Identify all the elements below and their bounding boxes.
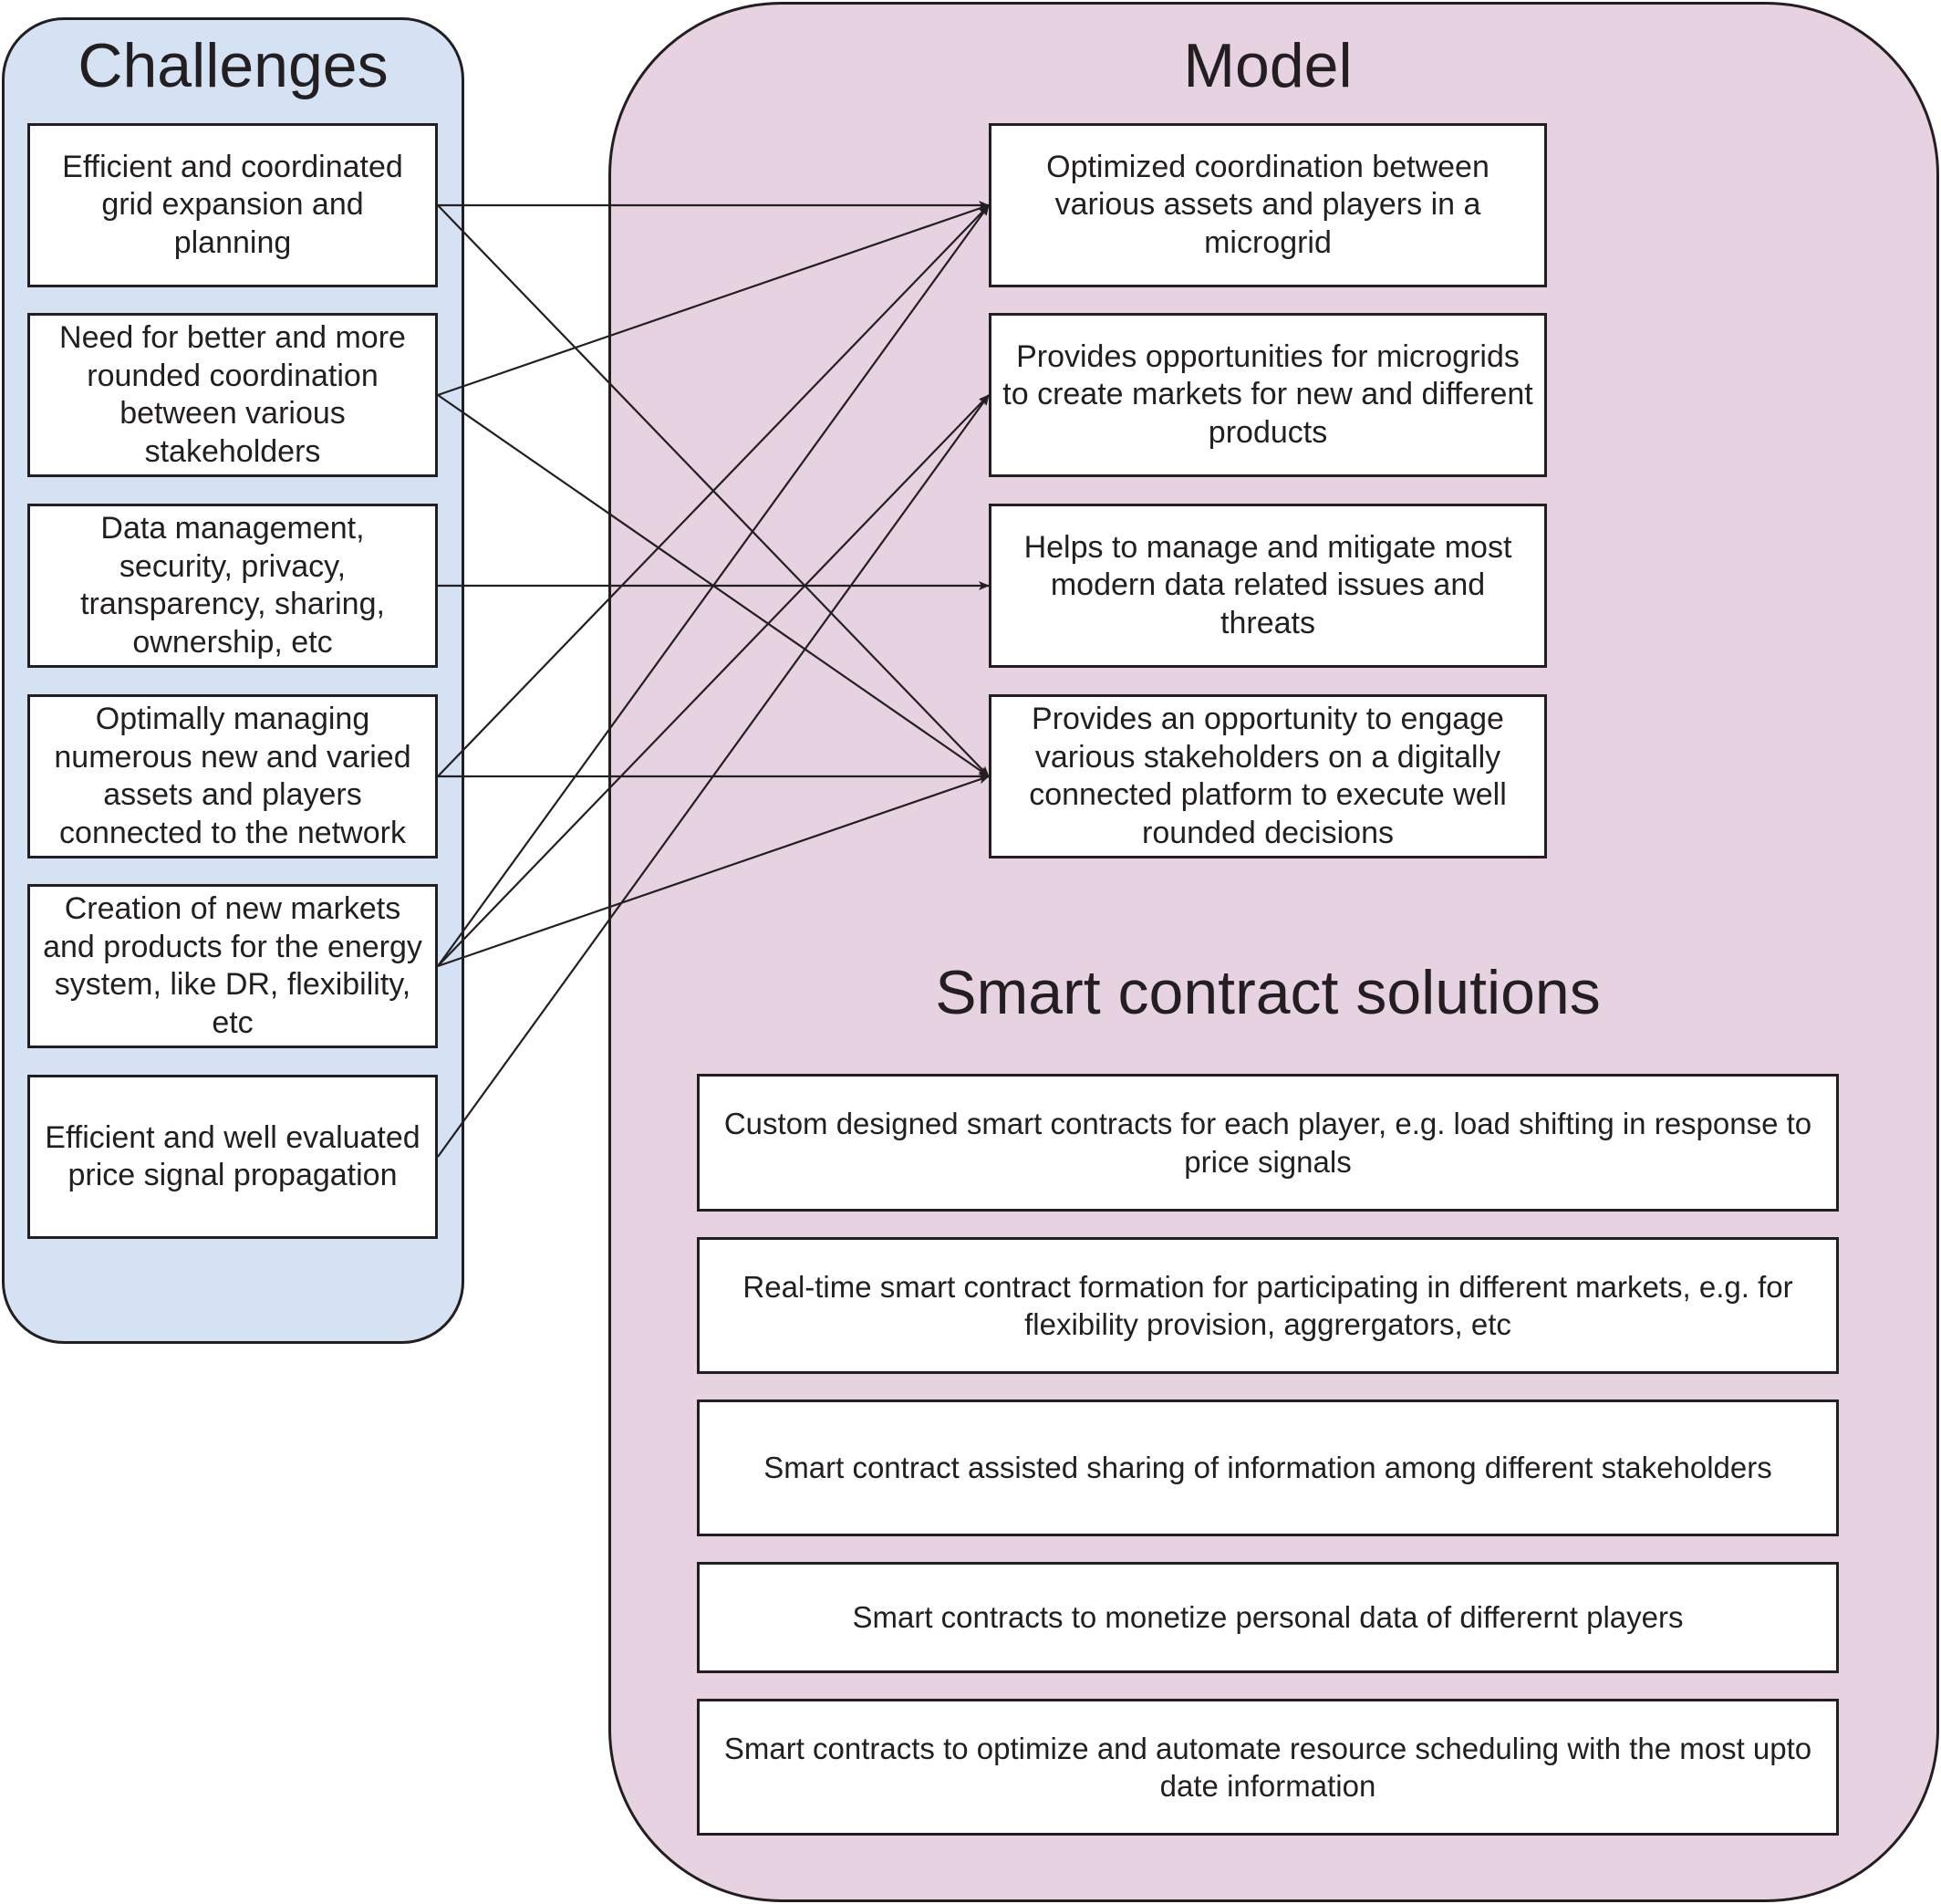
challenge-box-grid-expansion: Efficient and coordinated grid expansion…	[27, 123, 438, 287]
challenge-box-data-management: Data management, security, privacy, tran…	[27, 504, 438, 668]
model-text: Optimized coordination between various a…	[1046, 149, 1489, 260]
solution-box-information-sharing: Smart contract assisted sharing of infor…	[697, 1399, 1839, 1536]
solution-text: Custom designed smart contracts for each…	[723, 1107, 1812, 1179]
model-text: Helps to manage and mitigate most modern…	[1023, 529, 1512, 640]
challenges-title: Challenges	[78, 31, 389, 100]
solutions-title: Smart contract solutions	[935, 958, 1601, 1027]
challenge-text: Optimally managing numerous new and vari…	[54, 702, 411, 850]
challenge-text: Efficient and well evaluated price signa…	[45, 1119, 420, 1193]
solution-text: Smart contracts to optimize and automate…	[723, 1731, 1812, 1804]
challenge-text: Efficient and coordinated grid expansion…	[62, 149, 403, 260]
solution-box-custom-contracts: Custom designed smart contracts for each…	[697, 1074, 1839, 1212]
solution-box-realtime-formation: Real-time smart contract formation for p…	[697, 1237, 1839, 1374]
solution-text: Real-time smart contract formation for p…	[742, 1269, 1793, 1342]
challenge-text: Creation of new markets and products for…	[43, 891, 422, 1040]
challenge-text: Need for better and more rounded coordin…	[59, 320, 406, 469]
challenge-box-new-markets: Creation of new markets and products for…	[27, 884, 438, 1048]
model-box-stakeholder-engagement: Provides an opportunity to engage variou…	[989, 694, 1547, 858]
solution-text: Smart contracts to monetize personal dat…	[852, 1600, 1684, 1635]
solution-text: Smart contract assisted sharing of infor…	[763, 1451, 1772, 1485]
solution-box-resource-scheduling: Smart contracts to optimize and automate…	[697, 1699, 1839, 1836]
model-text: Provides an opportunity to engage variou…	[1029, 702, 1507, 850]
model-title: Model	[1183, 31, 1353, 100]
challenge-box-price-signal: Efficient and well evaluated price signa…	[27, 1075, 438, 1239]
solution-box-monetize-data: Smart contracts to monetize personal dat…	[697, 1562, 1839, 1673]
challenge-box-stakeholder-coordination: Need for better and more rounded coordin…	[27, 313, 438, 477]
model-box-data-issues: Helps to manage and mitigate most modern…	[989, 504, 1547, 668]
model-box-optimized-coordination: Optimized coordination between various a…	[989, 123, 1547, 287]
challenge-text: Data management, security, privacy, tran…	[80, 511, 385, 660]
challenge-box-asset-management: Optimally managing numerous new and vari…	[27, 694, 438, 858]
model-text: Provides opportunities for microgrids to…	[1002, 338, 1533, 450]
model-box-market-opportunities: Provides opportunities for microgrids to…	[989, 313, 1547, 477]
